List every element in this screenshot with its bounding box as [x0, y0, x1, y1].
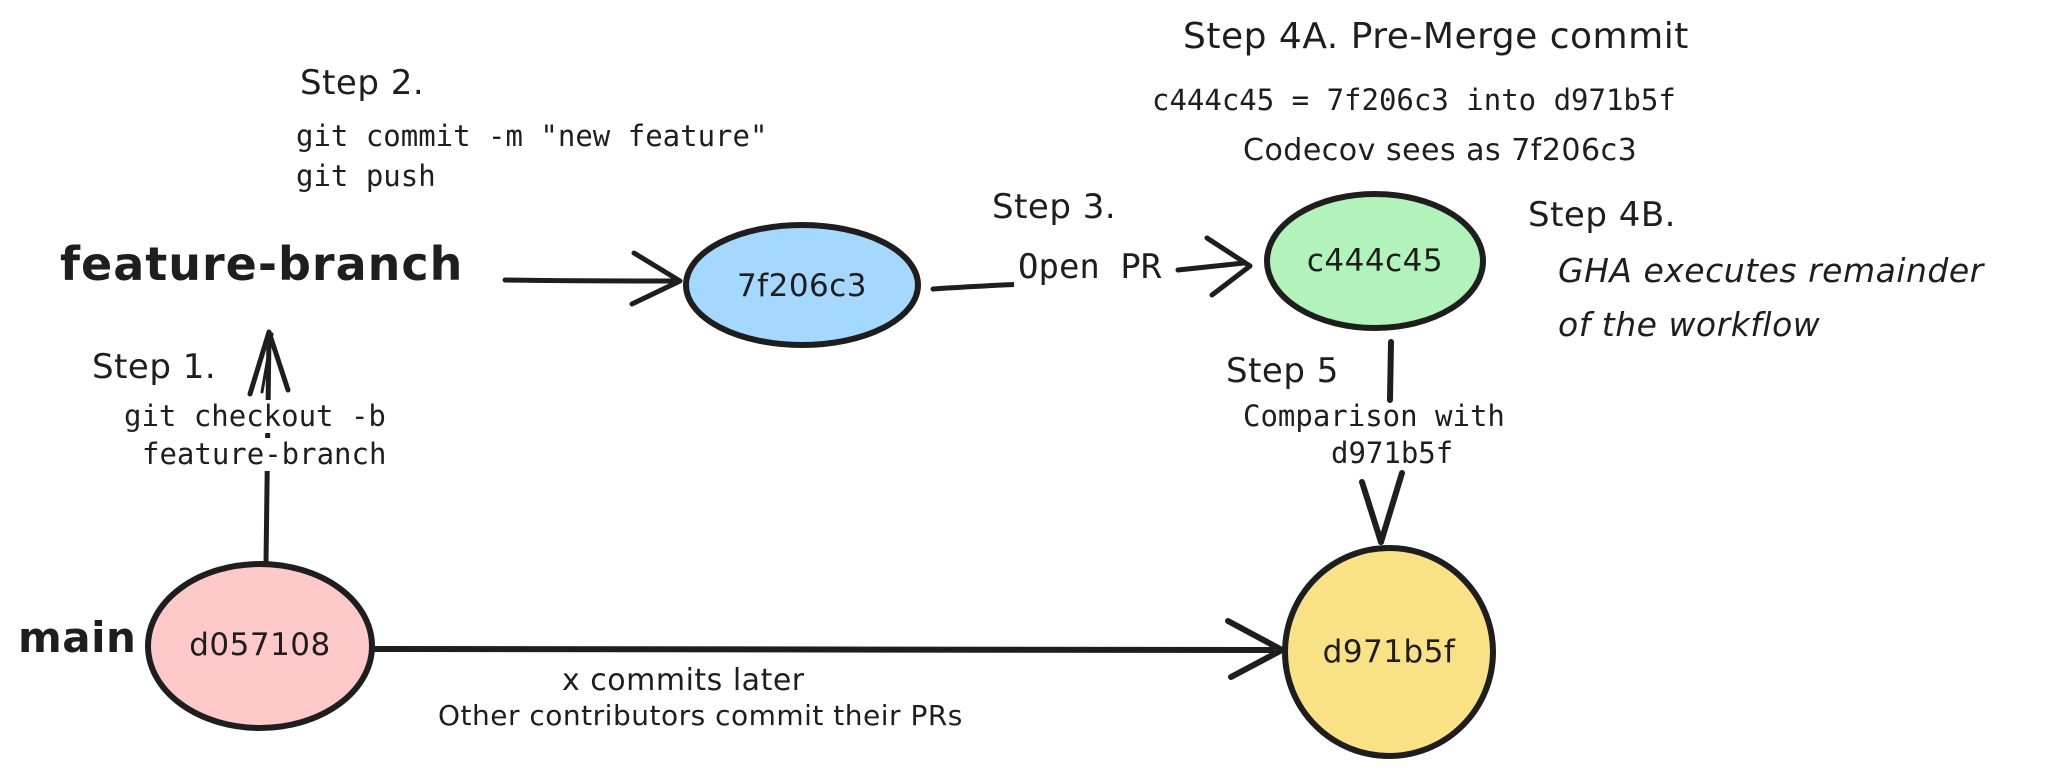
- feature-branch-label: feature-branch: [60, 237, 464, 291]
- step4a-title: Step 4A. Pre-Merge commit: [1183, 16, 1689, 57]
- open-pr-arrowhead: [1175, 235, 1253, 298]
- step1-command-line2: feature-branch: [138, 437, 391, 472]
- step5-line2: d971b5f: [1331, 436, 1454, 470]
- step3-title: Step 3.: [992, 187, 1117, 227]
- step4b-line2: of the workflow: [1558, 305, 1821, 344]
- step4b-line1: GHA executes remainder: [1558, 251, 1984, 290]
- step2-title: Step 2.: [300, 63, 425, 103]
- step5-title: Step 5: [1226, 351, 1339, 391]
- step1-command-line1: git checkout -b: [120, 399, 390, 434]
- step2-command-line1: git commit -m "new feature": [296, 119, 768, 153]
- main-head-commit-node: [1282, 545, 1496, 759]
- main-arrow-note-line1: x commits later: [562, 663, 805, 698]
- feature-branch-arrow: [502, 250, 683, 307]
- step4a-note: Codecov sees as 7f206c3: [1243, 133, 1638, 168]
- pre-merge-commit-node: [1264, 191, 1486, 331]
- main-base-commit-label: d057108: [189, 627, 331, 663]
- step5-arrowhead: [1359, 470, 1405, 545]
- main-base-commit-node: [145, 561, 375, 731]
- step2-command-line2: git push: [296, 159, 436, 193]
- main-branch-arrow: [372, 618, 1285, 680]
- step4b-title: Step 4B.: [1528, 195, 1676, 235]
- step5-line1: Comparison with: [1243, 399, 1505, 433]
- step3-open-pr-label: Open PR: [1014, 247, 1166, 288]
- feature-head-commit-label: 7f206c3: [736, 268, 868, 304]
- pre-merge-commit-label: c444c45: [1306, 243, 1444, 279]
- step4a-detail: c444c45 = 7f206c3 into d971b5f: [1152, 83, 1676, 117]
- main-branch-label: main: [18, 613, 137, 662]
- main-head-commit-label: d971b5f: [1322, 634, 1456, 670]
- step5-stem-line: [1387, 339, 1394, 403]
- feature-head-commit-node: [683, 222, 921, 348]
- step1-title: Step 1.: [92, 347, 217, 387]
- main-arrow-note-line2: Other contributors commit their PRs: [438, 699, 963, 732]
